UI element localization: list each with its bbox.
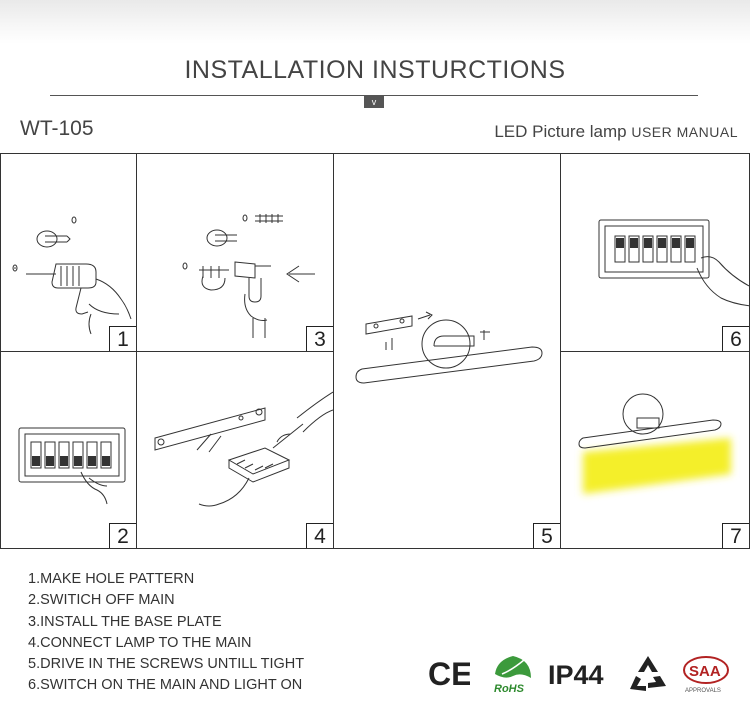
step-number: 5: [533, 523, 560, 548]
ip44-mark: IP44: [548, 652, 612, 696]
saa-mark: SAA APPROVALS: [680, 652, 734, 696]
title-divider: [50, 95, 698, 96]
svg-text:IP44: IP44: [548, 660, 604, 690]
panel-step-2: 2: [0, 351, 137, 549]
product-name: LED Picture lamp USER MANUAL: [494, 122, 738, 142]
step-text: 3.INSTALL THE BASE PLATE: [28, 613, 222, 630]
page-title: INSTALLATION INSTURCTIONS: [184, 56, 566, 84]
step-text: 1.MAKE HOLE PATTERN: [28, 571, 195, 587]
step-text: 5.DRIVE IN THE SCREWS UNTILL TIGHT: [28, 656, 305, 673]
panel-step-1: 1: [0, 153, 137, 352]
svg-text:APPROVALS: APPROVALS: [685, 688, 721, 694]
step-number: 4: [306, 523, 333, 548]
recycle-icon: [628, 652, 668, 696]
step-text: 4.CONNECT LAMP TO THE MAIN: [28, 634, 252, 651]
svg-text:SAA: SAA: [689, 663, 721, 680]
top-band: [0, 0, 750, 44]
step-number: 2: [109, 523, 136, 548]
step-text: 2.SWITICH OFF MAIN: [28, 592, 175, 609]
hammer-anchor-icon: [182, 214, 315, 338]
ce-mark: CE: [426, 652, 472, 696]
panel-step-3: 3: [136, 153, 334, 352]
switch-off-icon: [18, 427, 126, 505]
product-label: LED Picture lamp: [494, 122, 627, 141]
svg-text:CE: CE: [428, 656, 470, 692]
wire-connect-icon: [154, 391, 333, 507]
chevron-down-icon: v: [364, 96, 384, 108]
svg-text:RoHS: RoHS: [494, 683, 525, 695]
step-number: 1: [109, 326, 136, 351]
step-text: 6.SWITCH ON THE MAIN AND LIGHT ON: [28, 677, 303, 694]
step-number: 7: [722, 523, 749, 548]
lamp-assembly-icon: [355, 311, 543, 384]
step-number: 6: [722, 326, 749, 351]
panel-step-4: 4: [136, 351, 334, 549]
user-manual-label: USER MANUAL: [631, 124, 738, 140]
step-number: 3: [306, 326, 333, 351]
panel-step-6: 6: [560, 153, 750, 352]
lamp-light-on-icon: [578, 393, 731, 494]
panel-step-7: 7: [560, 351, 750, 549]
rohs-mark: RoHS: [488, 652, 538, 696]
panel-step-5: 5: [333, 153, 561, 549]
drill-hole-icon: [12, 216, 132, 335]
instruction-grid: 1 3: [0, 153, 750, 549]
model-number: WT-105: [20, 117, 94, 140]
switch-on-icon: [598, 219, 749, 307]
steps-list: 1.MAKE HOLE PATTERN 2.SWITICH OFF MAIN 3…: [28, 569, 304, 697]
